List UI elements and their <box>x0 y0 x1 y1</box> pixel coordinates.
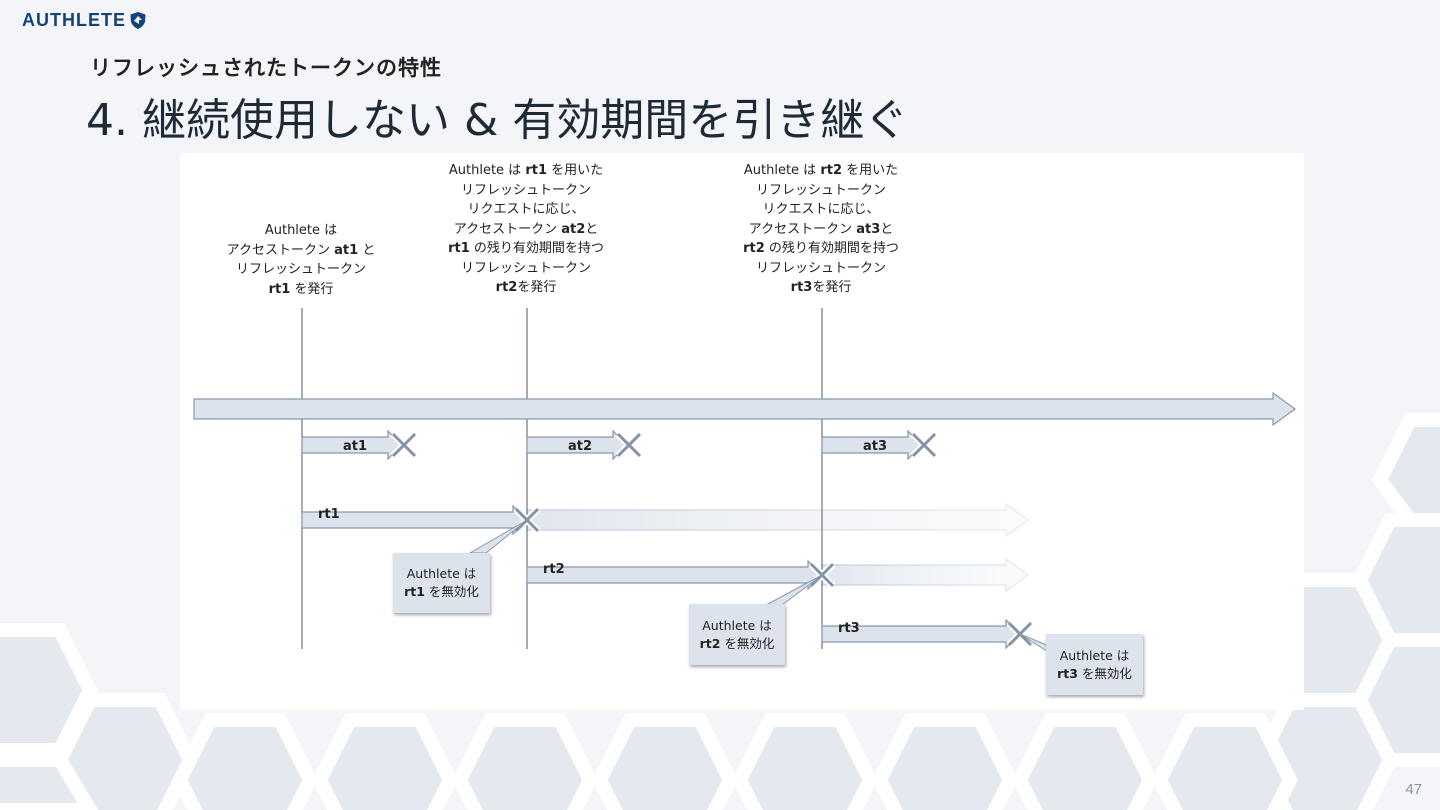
token-timeline-diagram: at1 at2 at3 rt1 rt2 rt3 <box>193 308 1297 654</box>
note-text: リフレッシュトークン <box>235 262 367 277</box>
note-line: rt2 の残り有効期間を持つ <box>743 239 899 259</box>
note-line: rt3を発行 <box>743 278 899 298</box>
note-text: Authlete は <box>743 163 821 178</box>
note-line: リフレッシュトークン <box>227 260 376 280</box>
note-text: を用いた <box>841 163 899 178</box>
note-line: Authlete は rt2 を用いた <box>743 161 899 181</box>
callout-token-name: rt3 <box>1057 665 1078 681</box>
callout-text: を無効化 <box>1077 665 1132 681</box>
note-text: と <box>358 242 376 258</box>
note-token-name: rt2 <box>495 280 518 295</box>
note-line: rt1 の残り有効期間を持つ <box>448 239 604 259</box>
callout-line: Authlete は <box>406 566 477 581</box>
note-line: アクセストークン at2と <box>448 220 604 240</box>
note-token-name: at3 <box>856 221 881 237</box>
page-number: 47 <box>1405 781 1422 798</box>
authlete-logo: AUTHLETE <box>22 10 147 31</box>
note-text: リクエストに応じ、 <box>762 202 880 217</box>
access-token-label-at2: at2 <box>568 439 592 454</box>
note-token-name: at1 <box>334 242 359 258</box>
note-text: Authlete は <box>264 223 338 238</box>
callout-line: Authlete は <box>1059 647 1130 663</box>
brand-name: AUTHLETE <box>22 10 126 30</box>
note-text: を発行 <box>517 280 557 295</box>
note-line: リフレッシュトークン <box>743 259 899 279</box>
note-text: を用いた <box>546 163 604 178</box>
note-line: rt2を発行 <box>448 278 604 298</box>
note-line: Authlete は <box>227 221 376 241</box>
note-line: rt1 を発行 <box>227 280 376 300</box>
invalidation-callout-3: Authlete は rt3 を無効化 <box>1046 634 1143 695</box>
invalidation-callout-2: Authlete は rt2 を無効化 <box>689 604 785 665</box>
callout-line: rt1 を無効化 <box>404 583 479 601</box>
note-text: を発行 <box>812 280 852 295</box>
access-token-label-at1: at1 <box>343 439 367 454</box>
callout-line: rt3 を無効化 <box>1057 665 1132 683</box>
note-text: リクエストに応じ、 <box>467 202 585 217</box>
shield-logo-icon <box>130 12 146 29</box>
note-text: アクセストークン <box>226 242 335 258</box>
callout-text: を無効化 <box>424 584 479 599</box>
note-line: アクセストークン at3と <box>743 220 899 240</box>
callout-text: を無効化 <box>720 635 775 651</box>
invalidation-callout-1: Authlete は rt1 を無効化 <box>393 553 490 613</box>
note-text: リフレッシュトークン <box>460 260 591 276</box>
slide-title: 4. 継続使用しない & 有効期間を引き継ぐ <box>86 95 909 146</box>
note-text: アクセストークン <box>748 221 857 237</box>
note-token-name: rt2 <box>743 241 765 256</box>
rt1-original-expiry-arrow <box>526 502 1030 538</box>
note-text: リフレッシュトークン <box>460 182 591 198</box>
note-token-name: rt3 <box>790 280 813 295</box>
slide-subtitle: リフレッシュされたトークンの特性 <box>90 56 442 80</box>
note-line: Authlete は rt1 を用いた <box>448 161 604 181</box>
callout-token-name: rt2 <box>699 635 721 651</box>
callout-line: rt2 を無効化 <box>700 635 775 653</box>
diagram-panel: at1 at2 at3 rt1 rt2 rt3 <box>180 153 1304 710</box>
refresh-token-label-rt2: rt2 <box>543 562 565 577</box>
expire-x-icon-at3 <box>910 431 938 459</box>
note-token-name: rt2 <box>820 163 842 178</box>
note-token-name: rt1 <box>525 163 547 178</box>
callout-token-name: rt1 <box>404 584 425 599</box>
event-note-3: Authlete は rt2 を用いたリフレッシュトークンリクエストに応じ、アク… <box>743 161 899 298</box>
event-note-2: Authlete は rt1 を用いたリフレッシュトークンリクエストに応じ、アク… <box>448 161 604 298</box>
expire-x-icon-at1 <box>390 431 418 459</box>
expire-x-icon-at2 <box>615 431 643 459</box>
refresh-token-label-rt3: rt3 <box>838 621 860 636</box>
note-token-name: rt1 <box>268 281 291 297</box>
note-line: アクセストークン at1 と <box>227 241 376 261</box>
note-text: の残り有効期間を持つ <box>764 241 899 256</box>
note-text: の残り有効期間を持つ <box>469 241 604 256</box>
note-text: と <box>585 221 599 237</box>
timeline-axis-arrow <box>193 391 1297 427</box>
note-line: リクエストに応じ、 <box>448 200 604 220</box>
note-text: リフレッシュトークン <box>755 260 886 276</box>
note-text: アクセストークン <box>453 221 562 237</box>
note-text: と <box>880 221 894 237</box>
access-token-label-at3: at3 <box>863 439 887 454</box>
note-line: リクエストに応じ、 <box>743 200 899 220</box>
callout-line: Authlete は <box>702 617 772 633</box>
refresh-token-arrow-rt2 <box>526 559 823 591</box>
rt2-remaining-expiry-arrow <box>821 557 1030 593</box>
note-token-name: rt1 <box>448 241 470 256</box>
note-token-name: at2 <box>561 221 586 237</box>
note-text: リフレッシュトークン <box>755 182 886 198</box>
note-line: リフレッシュトークン <box>743 181 899 201</box>
note-line: リフレッシュトークン <box>448 259 604 279</box>
note-text: を発行 <box>290 281 334 297</box>
note-line: リフレッシュトークン <box>448 181 604 201</box>
refresh-token-label-rt1: rt1 <box>318 507 340 522</box>
note-text: Authlete は <box>448 163 526 178</box>
